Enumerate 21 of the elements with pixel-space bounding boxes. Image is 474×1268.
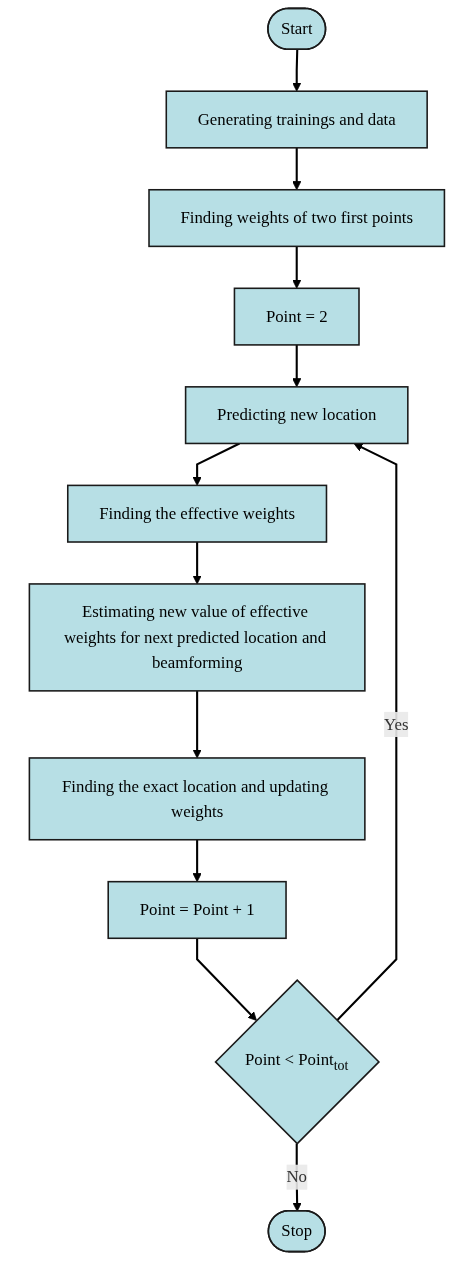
node-box: Estimating new value of effective weights for next predicted location and beamforming	[28, 583, 366, 692]
arrow	[292, 246, 302, 289]
arrow	[192, 542, 202, 585]
node-box: Finding the effective weights	[67, 484, 328, 543]
node-box: Generating trainings and data	[165, 90, 429, 149]
edge-label: Yes	[384, 714, 409, 733]
arrow	[192, 839, 202, 883]
arrow	[192, 690, 202, 759]
node-diamond: Point < Point$_{tot}$	[214, 979, 381, 1145]
node-box: Predicting new location	[184, 386, 409, 445]
node-box: Finding the exact location and updating weights	[28, 757, 366, 841]
arrow	[196, 938, 257, 1021]
arrow	[336, 443, 398, 1022]
arrow	[192, 442, 241, 486]
node-box: Point = Point + 1	[107, 880, 287, 940]
node-box: Point = 2	[233, 287, 360, 346]
edge-label: No	[286, 1167, 308, 1186]
node-box: Finding weights of two first points	[148, 188, 446, 248]
arrow	[292, 49, 302, 92]
arrow	[292, 147, 302, 191]
arrow	[292, 344, 302, 388]
